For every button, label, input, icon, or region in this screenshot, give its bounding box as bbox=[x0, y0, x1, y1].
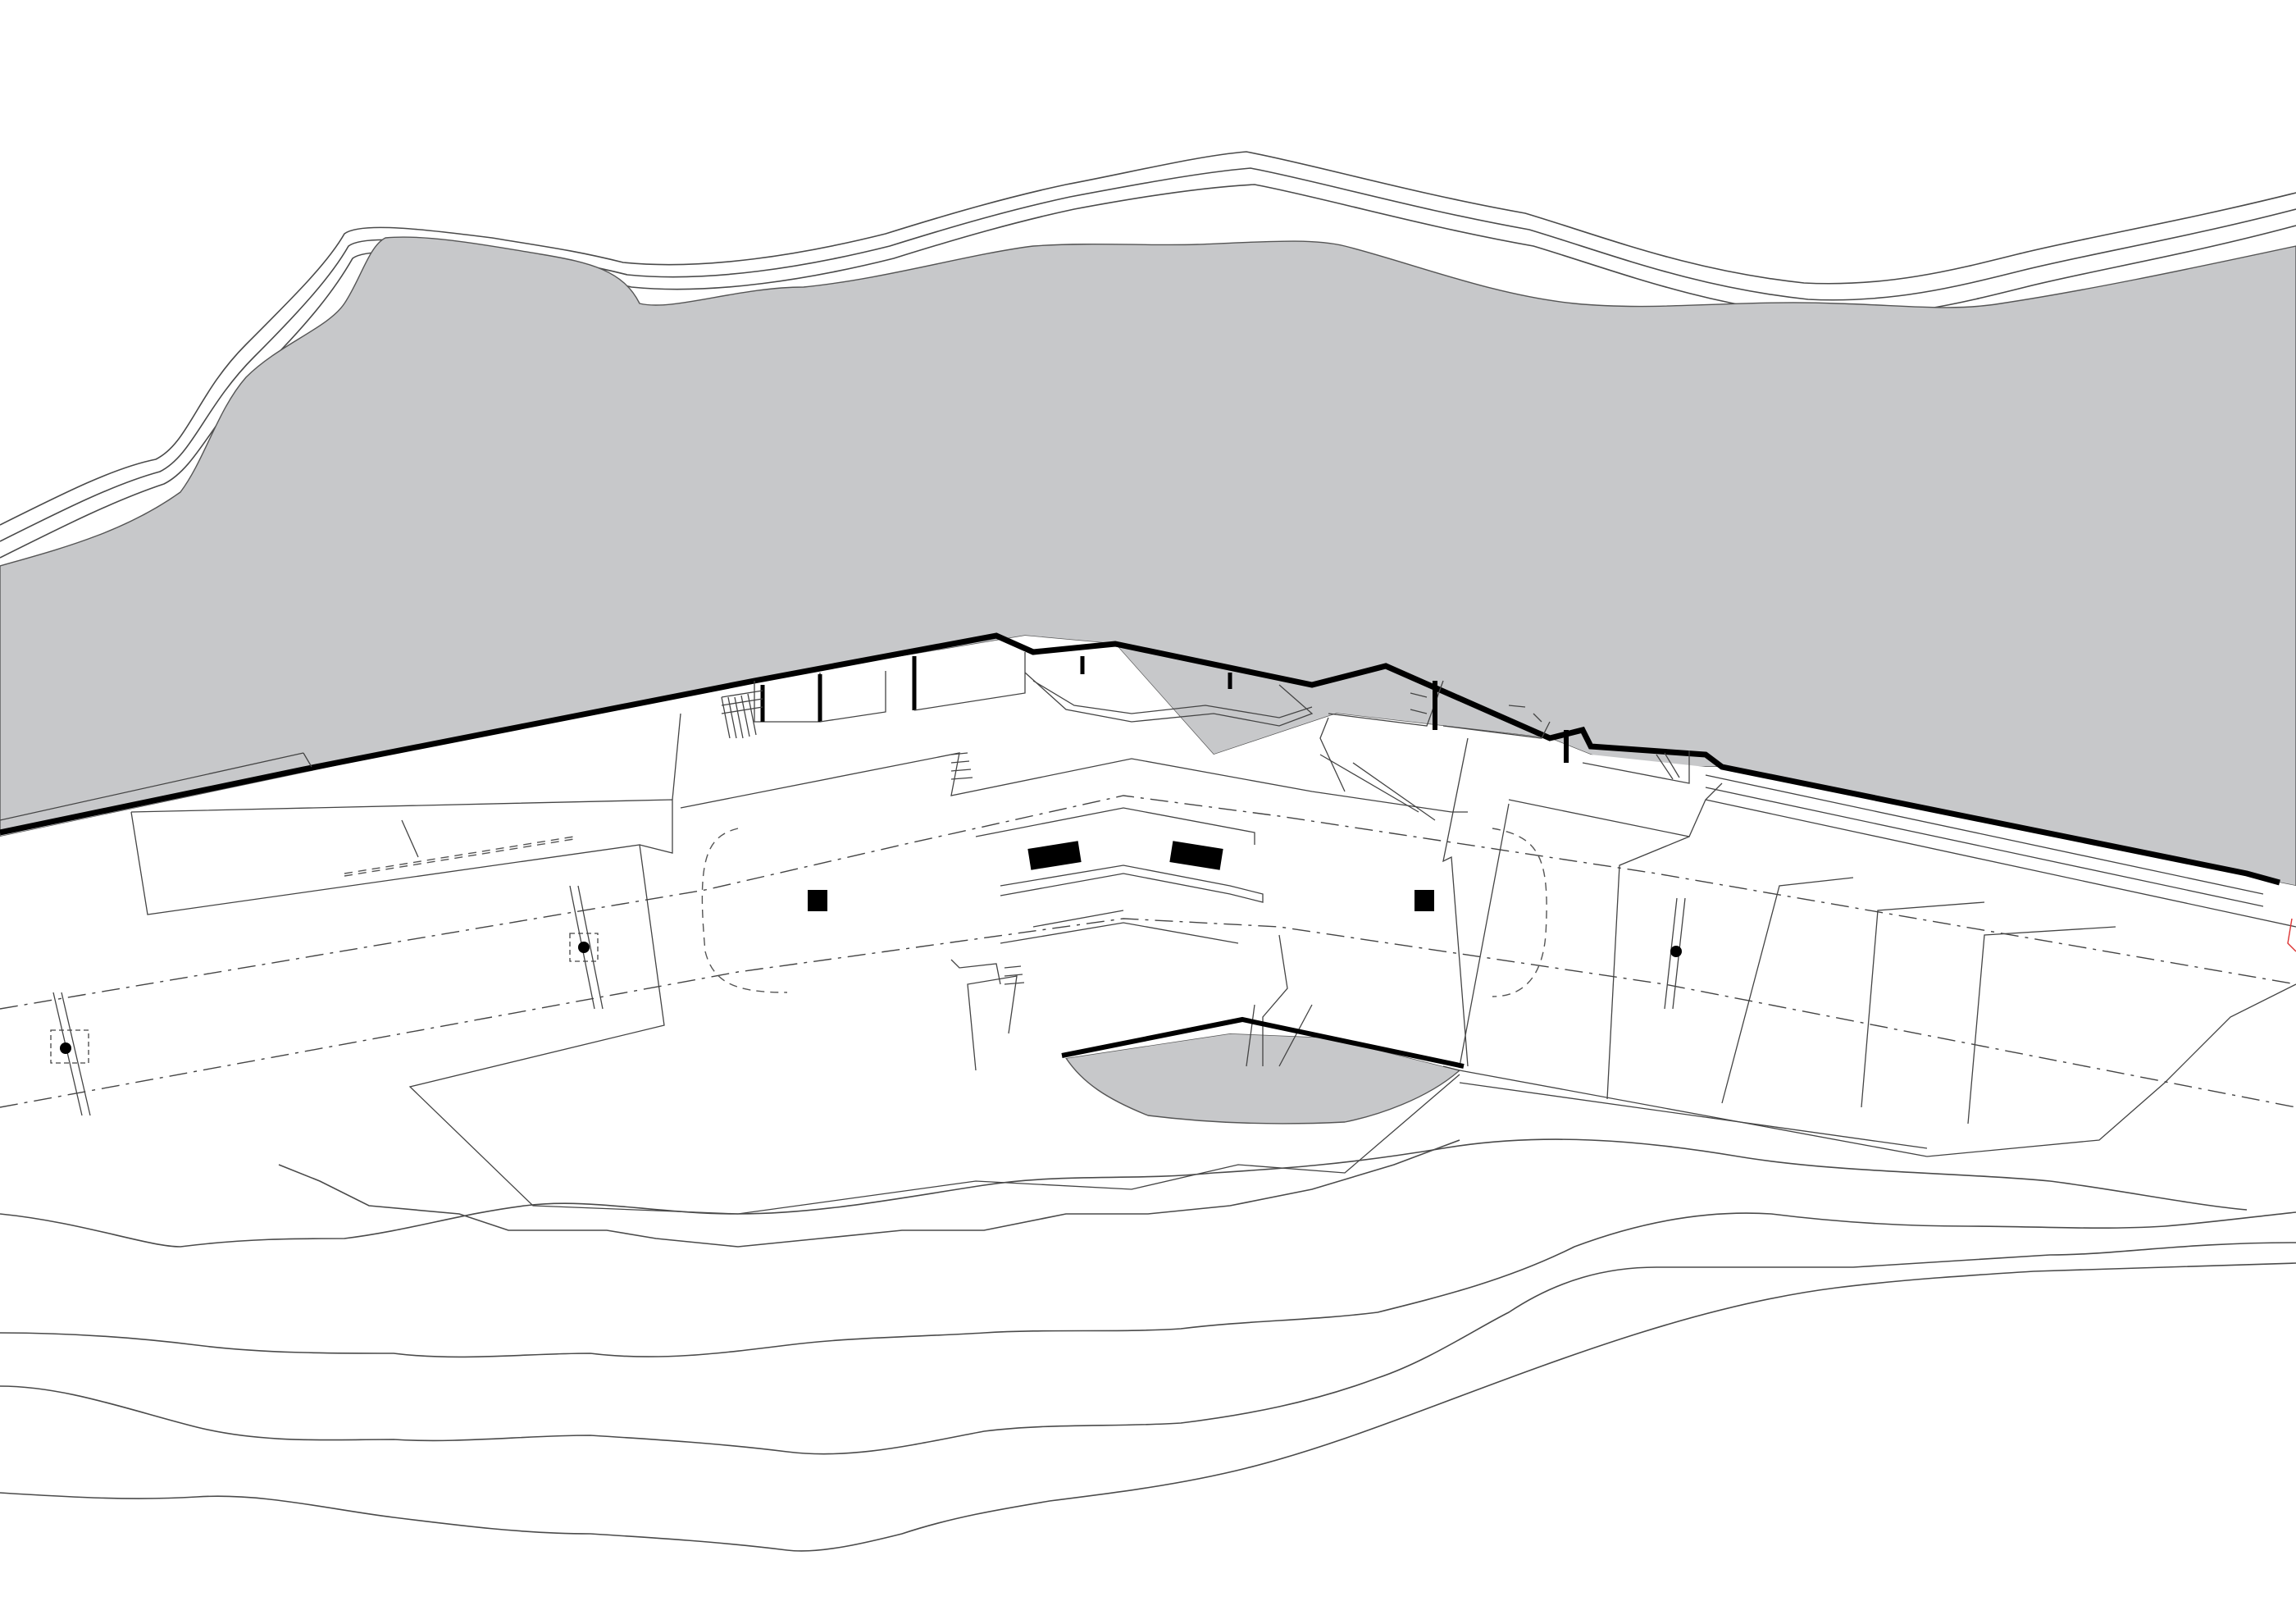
wall-inner-edge bbox=[0, 752, 304, 821]
edge-mark bbox=[2287, 918, 2296, 952]
pole-marker-3 bbox=[1670, 946, 1682, 957]
planter-right bbox=[1414, 890, 1434, 911]
bench-left bbox=[1027, 841, 1082, 870]
bench-right bbox=[1169, 841, 1223, 870]
plaza-outlines bbox=[130, 713, 2296, 1215]
axis-lines bbox=[0, 795, 2296, 1108]
wall-parallel-3 bbox=[1705, 799, 2296, 928]
wall-end-mark bbox=[303, 752, 312, 768]
planter-left bbox=[808, 890, 827, 911]
platform bbox=[0, 636, 2296, 1156]
wall-parallel-2 bbox=[1705, 787, 2264, 907]
retaining-wall bbox=[0, 632, 2280, 886]
pole-marker-2 bbox=[60, 1042, 71, 1054]
light-poles bbox=[50, 885, 1686, 1116]
lower-contours bbox=[0, 1138, 2296, 1552]
pole-marker-1 bbox=[578, 942, 590, 953]
building-rooms bbox=[721, 652, 1690, 784]
wall-parallel-1 bbox=[1705, 774, 2264, 895]
rock-pocket bbox=[1064, 1033, 1461, 1124]
stairs-left bbox=[721, 693, 757, 739]
central-plaza bbox=[808, 807, 1434, 944]
rock-mass bbox=[0, 236, 2296, 887]
stairs-small bbox=[950, 752, 1680, 985]
